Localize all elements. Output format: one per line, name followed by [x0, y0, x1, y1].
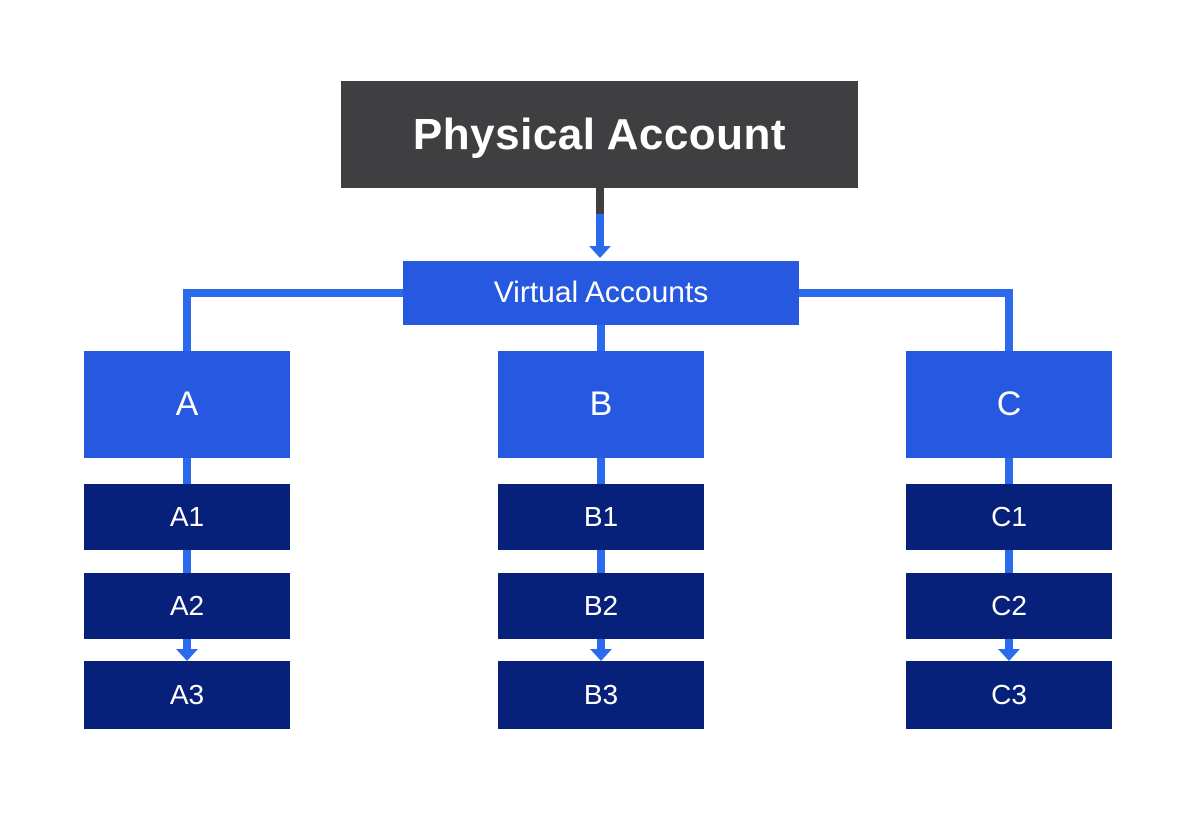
account-c2-box: C2 — [906, 573, 1112, 639]
account-c1-box: C1 — [906, 484, 1112, 550]
virtual-accounts-box: Virtual Accounts — [403, 261, 799, 325]
account-c-box: C — [906, 351, 1112, 458]
branch-horizontal-right-line — [799, 289, 1013, 297]
connector-c1-to-c2 — [1005, 550, 1013, 573]
arrow-down-icon — [176, 649, 198, 661]
arrow-down-icon — [998, 649, 1020, 661]
account-c3-box: C3 — [906, 661, 1112, 729]
connector-b1-to-b2 — [597, 550, 605, 573]
account-b1-box: B1 — [498, 484, 704, 550]
arrow-down-icon — [590, 649, 612, 661]
account-a2-box: A2 — [84, 573, 290, 639]
account-b3-box: B3 — [498, 661, 704, 729]
account-a-box: A — [84, 351, 290, 458]
root-connector-dark-stub — [596, 188, 604, 216]
physical-account-box: Physical Account — [341, 81, 858, 188]
branch-vertical-right-line — [1005, 289, 1013, 351]
arrow-down-icon — [589, 246, 611, 258]
connector-b2-to-b3 — [597, 639, 605, 651]
branch-vertical-middle-line — [597, 325, 605, 351]
connector-c2-to-c3 — [1005, 639, 1013, 651]
account-a3-box: A3 — [84, 661, 290, 729]
branch-horizontal-left-line — [183, 289, 403, 297]
account-b-box: B — [498, 351, 704, 458]
connector-a2-to-a3 — [183, 639, 191, 651]
root-connector-line — [596, 214, 604, 248]
connector-a-to-a1 — [183, 458, 191, 484]
connector-c-to-c1 — [1005, 458, 1013, 484]
branch-vertical-left-line — [183, 289, 191, 351]
account-b2-box: B2 — [498, 573, 704, 639]
account-a1-box: A1 — [84, 484, 290, 550]
connector-a1-to-a2 — [183, 550, 191, 573]
connector-b-to-b1 — [597, 458, 605, 484]
